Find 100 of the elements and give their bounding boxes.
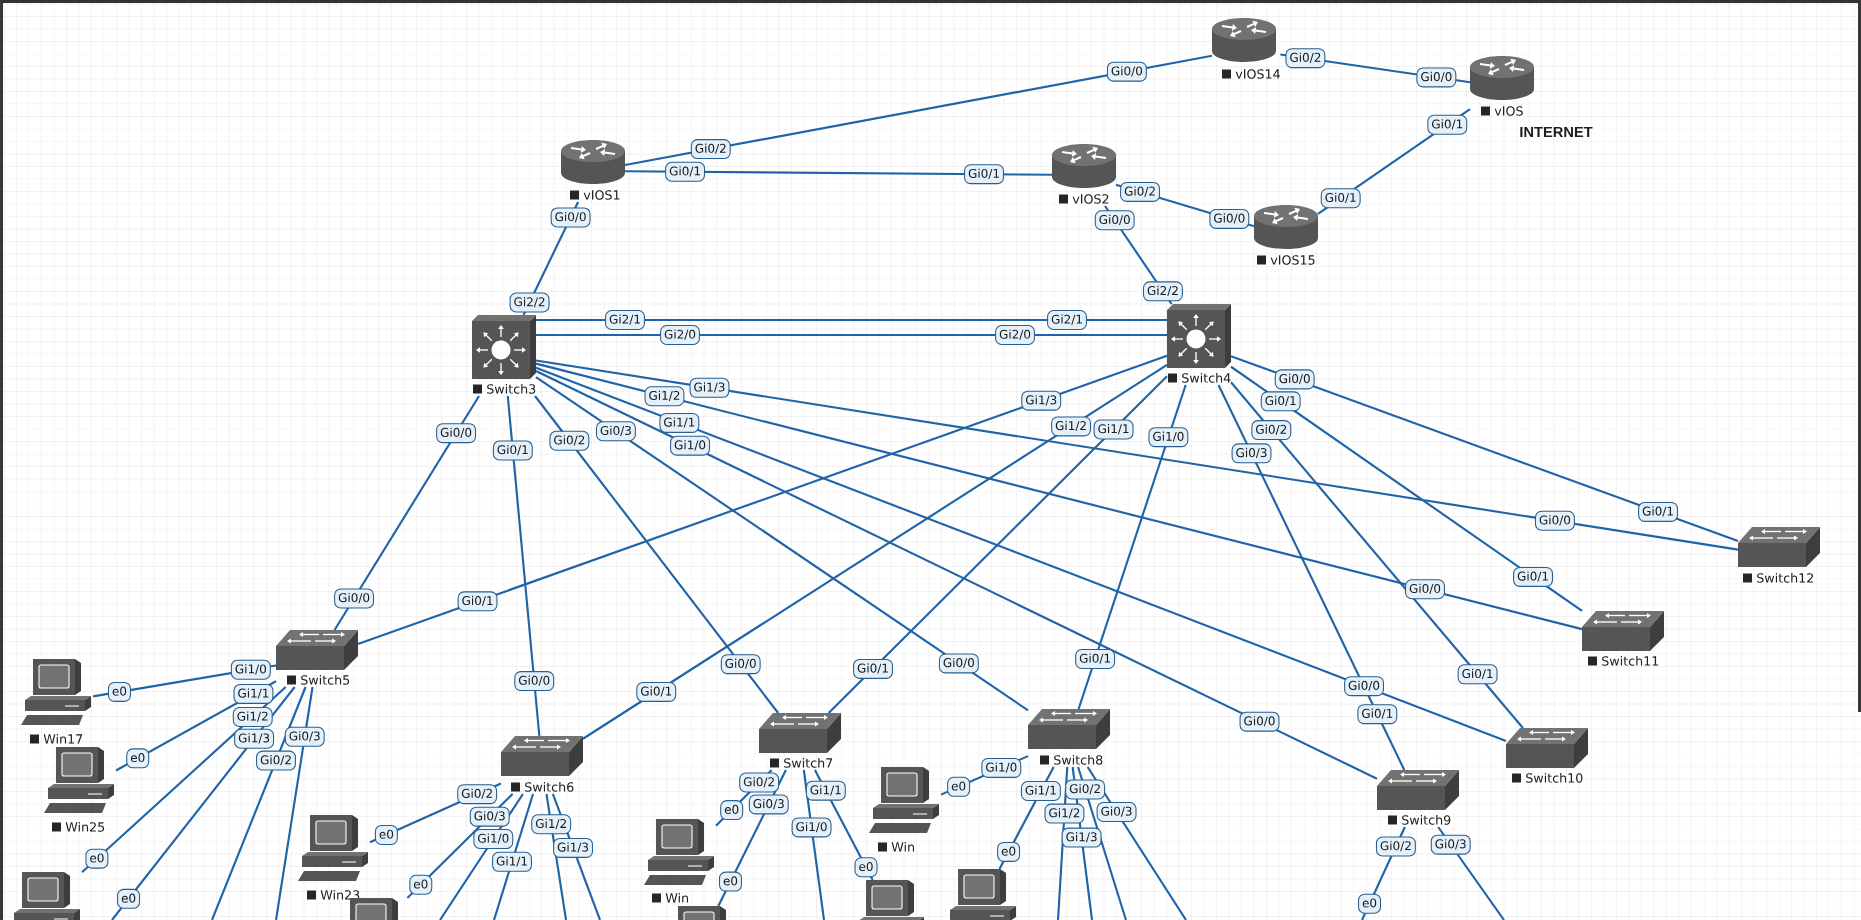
connector-line: [535, 366, 1507, 742]
connector-line: [506, 395, 541, 737]
connector-line: [274, 686, 314, 920]
device-label: Win: [891, 842, 914, 852]
computer-icon: [678, 906, 726, 920]
port-label: e0: [107, 681, 131, 702]
port-label: Gi2/0: [995, 325, 1035, 345]
port-label: Gi0/3: [595, 421, 636, 442]
port-label: Gi1/2: [1044, 803, 1085, 824]
port-label: Gi0/2: [1375, 836, 1416, 857]
port-label: Gi0/1: [1638, 501, 1679, 522]
annotation-text: INTERNET: [1520, 126, 1593, 138]
port-label: Gi0/0: [1534, 510, 1575, 531]
device-label: vIOS: [1494, 106, 1523, 116]
connector-line: [827, 375, 1168, 714]
device-label: Switch8: [1054, 755, 1103, 765]
connector-line: [534, 395, 780, 714]
connector-line: [1077, 384, 1187, 710]
port-label: Gi0/3: [748, 794, 789, 815]
port-label: Gi0/1: [853, 658, 893, 679]
port-label: Gi1/3: [553, 837, 593, 858]
computer-icon: [858, 880, 924, 920]
computer-icon: [350, 898, 398, 920]
port-label: Gi0/3: [1430, 834, 1471, 855]
port-label: Gi1/3: [234, 728, 275, 749]
port-label: Gi0/3: [1231, 443, 1272, 464]
device-label: vIOS15: [1270, 255, 1315, 265]
port-label: Gi0/1: [1513, 566, 1553, 587]
connector-line: [1230, 381, 1524, 729]
port-label: Gi1/2: [531, 814, 572, 835]
device-label: Switch6: [525, 782, 574, 792]
port-label: Gi1/0: [473, 829, 514, 849]
port-label: Gi1/1: [659, 412, 700, 433]
port-label: e0: [997, 841, 1021, 862]
port-label: Gi0/0: [1106, 61, 1147, 82]
port-label: Gi2/1: [1047, 310, 1087, 330]
port-label: Gi1/0: [230, 659, 271, 680]
port-label: Gi1/2: [644, 386, 685, 407]
port-label: Gi0/1: [492, 440, 533, 461]
port-label: Gi1/3: [689, 377, 730, 398]
port-label: Gi0/2: [739, 772, 780, 793]
connector-line: [535, 376, 1029, 712]
port-label: Gi0/0: [334, 588, 375, 609]
port-label: Gi0/1: [665, 161, 706, 182]
device-label: Win17: [43, 734, 83, 744]
port-label: e0: [117, 888, 141, 909]
port-label: Gi0/1: [636, 681, 677, 702]
port-label: Gi2/2: [509, 292, 550, 313]
device-label: Switch5: [301, 675, 350, 685]
device-label: Switch12: [1757, 573, 1813, 583]
port-label: Gi0/1: [1320, 188, 1361, 209]
port-label: e0: [854, 857, 878, 878]
port-label: Gi1/1: [1020, 781, 1061, 801]
connector-line: [536, 318, 1167, 322]
port-label: Gi0/0: [938, 653, 979, 674]
port-label: e0: [718, 871, 742, 892]
device-label: Switch10: [1526, 773, 1583, 783]
port-label: Gi0/0: [1094, 210, 1135, 231]
port-label: e0: [374, 824, 398, 845]
port-label: Gi0/0: [550, 207, 591, 228]
port-label: e0: [126, 748, 150, 769]
port-label: Gi0/1: [1260, 391, 1301, 412]
port-label: e0: [947, 776, 971, 797]
port-label: Gi1/1: [1093, 419, 1134, 440]
port-label: e0: [720, 800, 744, 821]
port-label: Gi0/2: [256, 750, 296, 771]
device-label: Switch3: [487, 384, 536, 394]
port-label: Gi1/3: [1061, 827, 1102, 848]
port-label: Gi2/2: [1142, 281, 1183, 302]
device-label: Switch4: [1182, 373, 1231, 383]
port-label: Gi0/1: [1357, 704, 1398, 725]
connector-line: [535, 359, 1739, 551]
port-label: Gi2/1: [605, 310, 645, 330]
computer-icon: [950, 869, 1016, 920]
connector-line: [357, 354, 1168, 645]
port-label: Gi0/2: [549, 430, 590, 451]
connector-line: [582, 363, 1168, 740]
port-label: Gi1/0: [981, 757, 1022, 778]
port-label: Gi0/0: [1274, 369, 1315, 390]
device-label: Switch9: [1402, 815, 1451, 825]
port-label: Gi0/1: [457, 591, 498, 612]
connector-line: [211, 686, 307, 920]
port-label: Gi1/2: [232, 706, 273, 727]
port-label: Gi1/1: [233, 683, 274, 704]
connector-line: [1217, 384, 1406, 771]
device-label: Switch11: [1602, 656, 1659, 666]
port-label: Gi0/2: [1065, 779, 1106, 800]
device-label: Win: [665, 893, 688, 903]
device-label: Win25: [65, 822, 105, 832]
port-label: Gi0/2: [1285, 48, 1326, 69]
port-label: e0: [409, 874, 433, 895]
port-label: Gi1/0: [1148, 427, 1189, 448]
port-label: Gi0/1: [1457, 664, 1498, 685]
device-label: vIOS2: [1072, 194, 1109, 204]
port-label: Gi0/2: [690, 139, 731, 160]
port-label: Gi0/3: [1096, 801, 1137, 822]
port-label: Gi1/3: [1021, 390, 1062, 411]
port-label: Gi0/0: [436, 423, 477, 444]
port-label: Gi0/1: [1075, 649, 1116, 669]
port-label: e0: [1358, 893, 1382, 914]
